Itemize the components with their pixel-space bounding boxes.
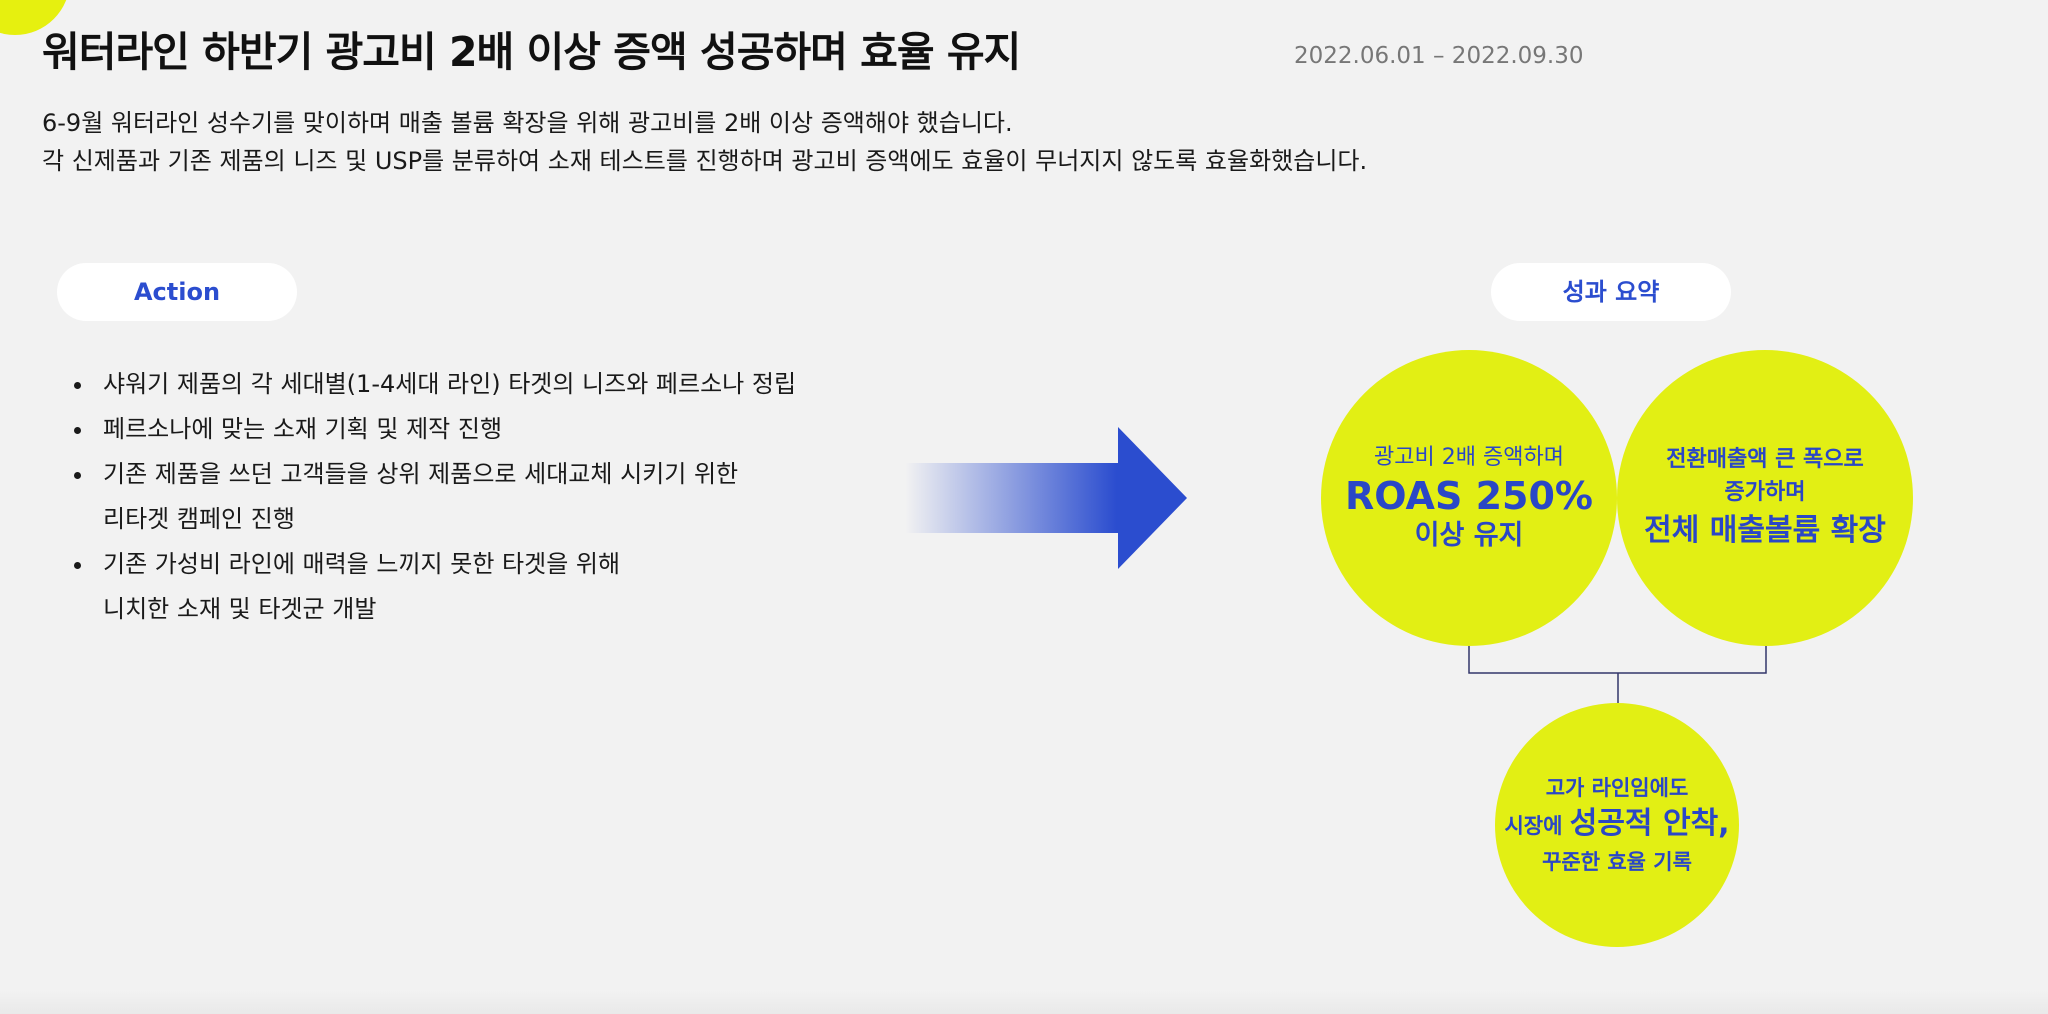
results-label-pill: 성과 요약 — [1491, 263, 1731, 321]
action-item-2-line-1: 페르소나에 맞는 소재 기획 및 제작 진행 — [103, 415, 503, 443]
intro-text: 6-9월 워터라인 성수기를 맞이하며 매출 볼륨 확장을 위해 광고비를 2배… — [42, 104, 1367, 180]
result-volume-highlight: 전체 매출볼륨 확장 — [1644, 513, 1886, 548]
result-market-prefix: 시장에 — [1504, 814, 1570, 838]
result-market-line-3: 꾸준한 효율 기록 — [1542, 850, 1692, 874]
result-roas-bottom-text: 이상 유지 — [1414, 520, 1524, 551]
action-item-1-line-1: 샤워기 제품의 각 세대별(1-4세대 라인) 타겟의 니즈와 페르소나 정립 — [103, 370, 797, 398]
result-market-line-2: 시장에 성공적 안착, — [1504, 806, 1729, 844]
action-item-3-line-1: 기존 제품을 쓰던 고객들을 상위 제품으로 세대교체 시키기 위한 — [103, 460, 739, 488]
result-market-line-1: 고가 라인임에도 — [1545, 776, 1689, 800]
bottom-edge — [0, 990, 2048, 1014]
intro-line-1: 6-9월 워터라인 성수기를 맞이하며 매출 볼륨 확장을 위해 광고비를 2배… — [42, 109, 1013, 137]
action-list: 샤워기 제품의 각 세대별(1-4세대 라인) 타겟의 니즈와 페르소나 정립 … — [70, 362, 796, 632]
action-item-3-line-2: 리타겟 캠페인 진행 — [103, 505, 295, 533]
action-item-3: 기존 제품을 쓰던 고객들을 상위 제품으로 세대교체 시키기 위한 리타겟 캠… — [70, 452, 796, 542]
result-roas-highlight: ROAS 250% — [1345, 474, 1593, 518]
action-item-4: 기존 가성비 라인에 매력을 느끼지 못한 타겟을 위해 니치한 소재 및 타겟… — [70, 542, 796, 632]
result-volume-line-2: 증가하며 — [1724, 480, 1806, 505]
date-range: 2022.06.01 – 2022.09.30 — [1294, 43, 1584, 69]
result-market-highlight: 성공적 안착, — [1569, 806, 1730, 841]
action-item-2: 페르소나에 맞는 소재 기획 및 제작 진행 — [70, 407, 796, 452]
result-circle-roas: 광고비 2배 증액하며 ROAS 250% 이상 유지 — [1321, 350, 1617, 646]
right-arrow-icon — [905, 427, 1187, 569]
intro-line-2: 각 신제품과 기존 제품의 니즈 및 USP를 분류하여 소재 테스트를 진행하… — [42, 147, 1368, 175]
action-item-4-line-1: 기존 가성비 라인에 매력을 느끼지 못한 타겟을 위해 — [103, 550, 621, 578]
action-item-4-line-2: 니치한 소재 및 타겟군 개발 — [103, 595, 377, 623]
result-circle-market: 고가 라인임에도 시장에 성공적 안착, 꾸준한 효율 기록 — [1495, 703, 1739, 947]
action-label-pill: Action — [57, 263, 297, 321]
result-roas-top-text: 광고비 2배 증액하며 — [1374, 445, 1564, 470]
action-item-1: 샤워기 제품의 각 세대별(1-4세대 라인) 타겟의 니즈와 페르소나 정립 — [70, 362, 796, 407]
result-circle-volume: 전환매출액 큰 폭으로 증가하며 전체 매출볼륨 확장 — [1617, 350, 1913, 646]
result-volume-line-1: 전환매출액 큰 폭으로 — [1666, 447, 1864, 472]
page-title: 워터라인 하반기 광고비 2배 이상 증액 성공하며 효율 유지 — [42, 28, 1021, 76]
